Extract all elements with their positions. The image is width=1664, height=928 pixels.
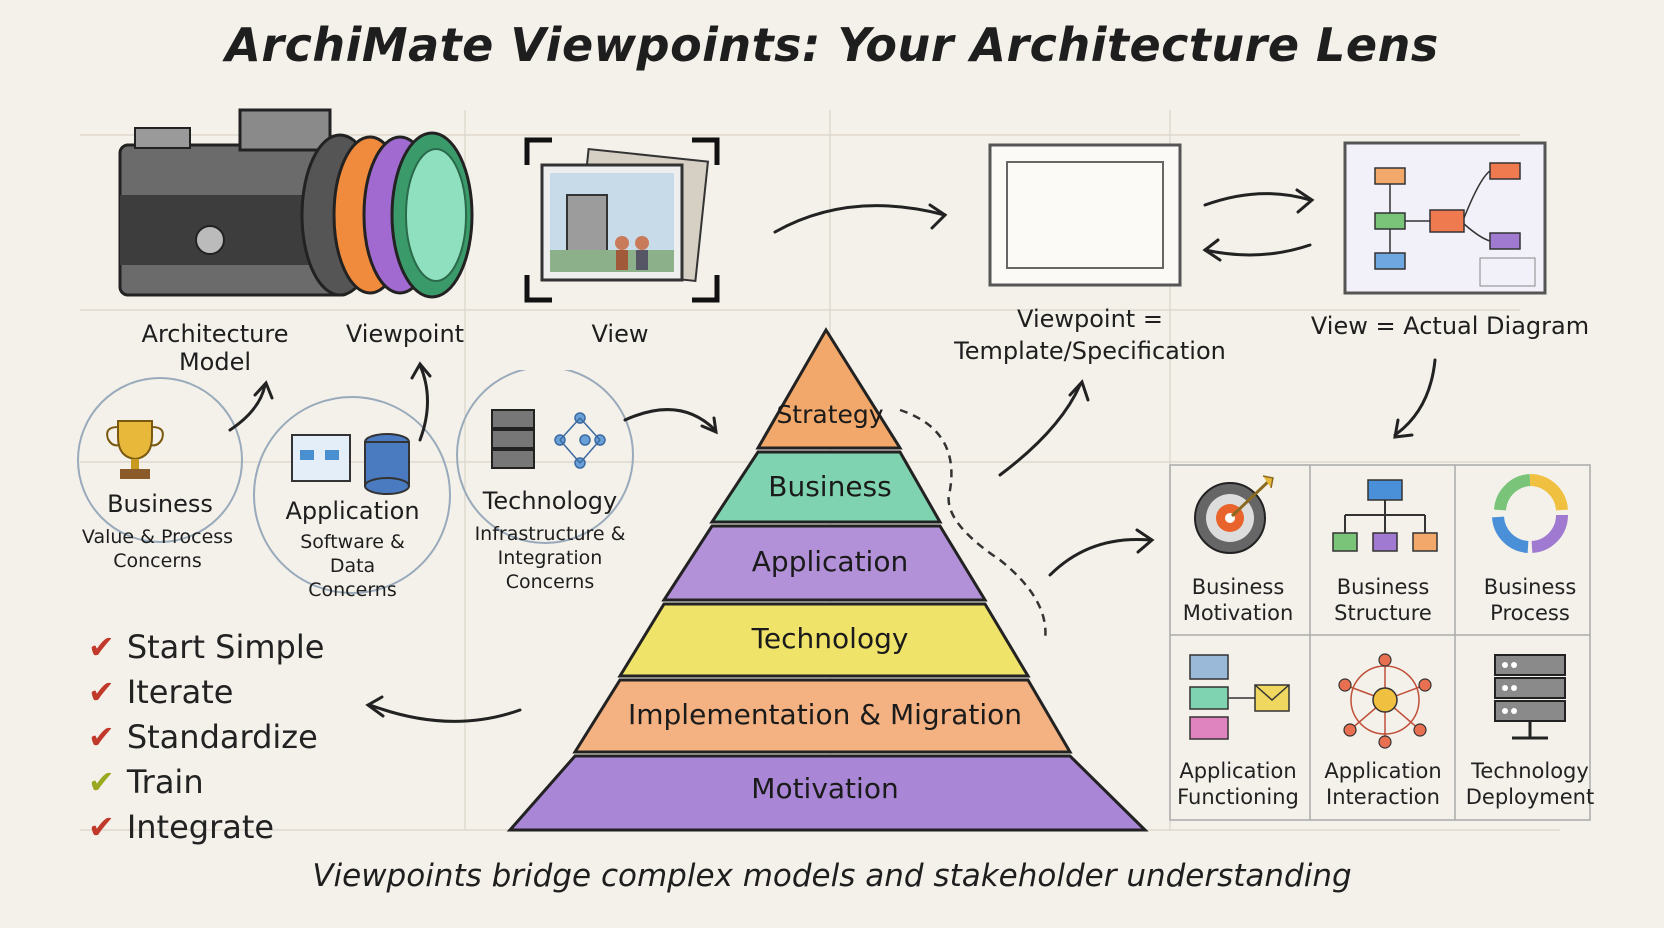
camera-icon bbox=[118, 108, 474, 299]
concern-technology-title: Technology bbox=[482, 487, 618, 515]
label-view: View bbox=[591, 320, 649, 348]
concern-application-detail: Software & Data Concerns bbox=[300, 531, 405, 601]
viewpoint-business-process: Business Process bbox=[1483, 575, 1577, 625]
concern-business-detail: Value & Process Concerns bbox=[81, 526, 234, 572]
check-icon: ✔ bbox=[88, 718, 115, 756]
concern-circles bbox=[77, 370, 634, 594]
trophy-icon bbox=[106, 420, 164, 479]
concern-business-title: Business bbox=[107, 490, 213, 518]
concern-application-title: Application bbox=[285, 497, 420, 525]
viewpoint-technology-deployment: Technology Deployment bbox=[1465, 759, 1595, 809]
concern-technology-detail: Infrastructure & Integration Concerns bbox=[474, 523, 626, 593]
server-icon bbox=[491, 409, 606, 469]
layer-label-technology: Technology bbox=[751, 622, 909, 655]
app-blocks-icon bbox=[1189, 654, 1290, 740]
label-viewpoint: Viewpoint bbox=[345, 320, 465, 348]
layer-label-implementation: Implementation & Migration bbox=[628, 698, 1022, 731]
footer-caption: Viewpoints bridge complex models and sta… bbox=[312, 858, 1352, 894]
check-icon: ✔ bbox=[88, 808, 115, 846]
layer-label-application: Application bbox=[751, 545, 909, 578]
org-chart-icon bbox=[1332, 479, 1438, 552]
cycle-arrows-icon bbox=[1492, 473, 1569, 553]
check-icon: ✔ bbox=[88, 673, 115, 711]
target-icon bbox=[1194, 475, 1274, 554]
network-icon bbox=[1338, 653, 1432, 749]
viewpoint-application-interaction: Application Interaction bbox=[1324, 759, 1442, 809]
viewpoint-business-motivation: Business Motivation bbox=[1182, 575, 1294, 625]
checklist-item: ✔Standardize bbox=[88, 718, 318, 756]
layer-label-strategy: Strategy bbox=[776, 400, 884, 429]
checklist-item: ✔Train bbox=[88, 763, 204, 801]
checklist-item: ✔Integrate bbox=[88, 808, 275, 846]
layer-label-motivation: Motivation bbox=[751, 772, 899, 805]
label-architecture-model: Architecture Model bbox=[141, 320, 289, 376]
database-icon bbox=[291, 433, 410, 495]
checklist-item: ✔Start Simple bbox=[88, 628, 325, 666]
viewpoint-grid bbox=[1169, 464, 1591, 821]
actual-diagram-icon bbox=[1343, 141, 1547, 295]
viewpoint-application-functioning: Application Functioning bbox=[1177, 759, 1299, 809]
page-title: ArchiMate Viewpoints: Your Architecture … bbox=[225, 18, 1439, 72]
label-view-actual: View = Actual Diagram bbox=[1310, 312, 1590, 340]
layer-label-business: Business bbox=[768, 470, 892, 503]
template-frame-icon bbox=[988, 143, 1182, 287]
label-viewpoint-template: Viewpoint = Template/Specification bbox=[954, 305, 1226, 365]
server-stack-icon bbox=[1494, 654, 1566, 740]
check-icon: ✔ bbox=[88, 628, 115, 666]
check-icon: ✔ bbox=[88, 763, 115, 801]
checklist-item: ✔Iterate bbox=[88, 673, 234, 711]
photo-view-icon bbox=[524, 137, 720, 303]
viewpoint-business-structure: Business Structure bbox=[1334, 575, 1432, 625]
